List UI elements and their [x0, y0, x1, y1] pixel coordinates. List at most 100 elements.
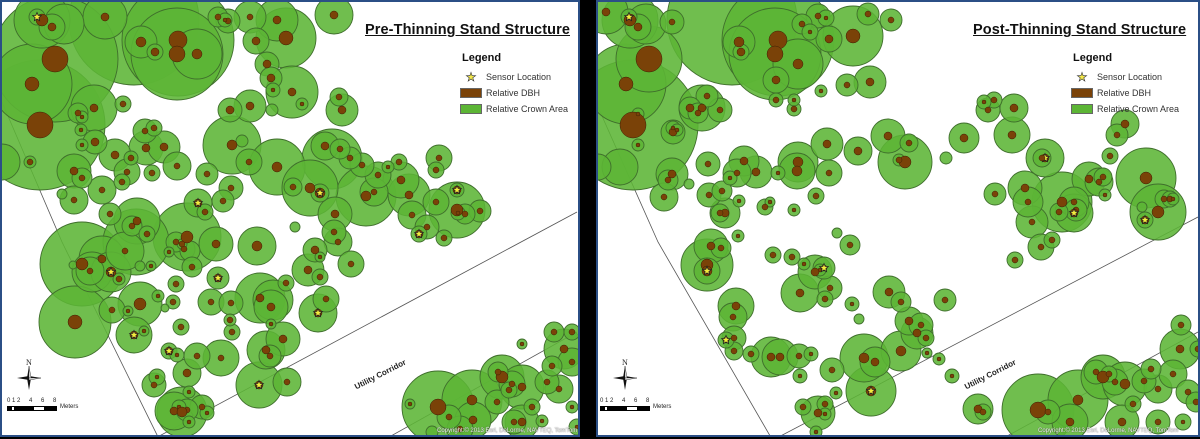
tree-dbh — [435, 154, 443, 162]
brown-swatch-icon — [460, 88, 482, 98]
tree-dbh — [468, 415, 478, 425]
tree-dbh — [148, 169, 156, 177]
sensor-location-icon — [720, 334, 732, 345]
north-arrow-icon: N — [12, 357, 46, 400]
tree-dbh — [493, 398, 501, 406]
tree-dbh — [255, 293, 265, 303]
tree-dbh — [445, 413, 453, 421]
tree-dbh — [1170, 196, 1176, 202]
tree-dbh — [733, 36, 745, 48]
tree-dbh — [159, 142, 169, 152]
tree-dbh — [730, 334, 738, 342]
tree-dbh — [674, 127, 680, 133]
tree-dbh — [227, 184, 235, 192]
sensor-location-icon — [413, 228, 425, 239]
tree-dbh — [510, 418, 518, 426]
tree-dbh — [731, 301, 741, 311]
tree-dbh — [461, 210, 469, 218]
tree-dbh — [262, 59, 272, 69]
legend-item-dbh: Relative DBH — [460, 86, 568, 100]
tree-dbh — [282, 279, 290, 287]
tree-dbh — [304, 182, 316, 194]
copyright-text: Copyright:© 2013 Esri, DeLorme, NAVTEQ, … — [1038, 428, 1179, 434]
tree-dbh — [822, 139, 832, 149]
legend-item-sensor: ★ Sensor Location — [460, 70, 568, 84]
tree-dbh — [870, 357, 880, 367]
tree-dbh — [143, 230, 151, 238]
tree-dbh — [635, 45, 663, 73]
tree-dbh — [182, 368, 192, 378]
tree-dbh — [736, 198, 742, 204]
legend-item-sensor: ★ Sensor Location — [1071, 70, 1179, 84]
tree-dbh — [429, 398, 447, 416]
brown-swatch-icon — [1071, 88, 1093, 98]
sensor-location-icon — [701, 265, 713, 276]
tree-dbh — [75, 257, 89, 271]
tree-dbh — [150, 124, 158, 132]
tree-dbh — [203, 170, 211, 178]
tree-crown — [1136, 201, 1148, 213]
tree-dbh — [694, 109, 702, 117]
tree-dbh — [169, 298, 177, 306]
tree-dbh — [717, 244, 725, 252]
legend-item-dbh: Relative DBH — [1071, 86, 1179, 100]
tree-dbh — [1154, 385, 1162, 393]
tree-dbh — [991, 190, 999, 198]
tree-dbh — [865, 77, 875, 87]
tree-dbh — [1151, 205, 1165, 219]
tree-dbh — [456, 425, 464, 433]
tree-dbh — [141, 127, 149, 135]
tree-dbh — [1102, 192, 1108, 198]
tree-dbh — [704, 160, 712, 168]
scale-units: Meters — [653, 404, 672, 410]
tree-dbh — [287, 87, 297, 97]
tree-dbh — [984, 106, 992, 114]
legend-label-sensor: Sensor Location — [1097, 72, 1163, 82]
tree-dbh — [191, 48, 203, 60]
tree-dbh — [766, 45, 784, 63]
tree-dbh — [718, 187, 726, 195]
tree-dbh — [922, 334, 930, 342]
tree-dbh — [788, 253, 796, 261]
tree-dbh — [201, 208, 209, 216]
tree-dbh — [813, 429, 819, 435]
tree-dbh — [79, 114, 85, 120]
tree-dbh — [225, 105, 235, 115]
utility-corridor-line — [160, 211, 578, 435]
tree-dbh — [1175, 344, 1185, 354]
tree-dbh — [1169, 370, 1177, 378]
tree-crown — [134, 260, 146, 272]
sensor-location-icon — [128, 329, 140, 340]
tree-dbh — [303, 265, 313, 275]
tree-dbh — [858, 352, 870, 364]
tree-dbh — [407, 401, 413, 407]
tree-dbh — [559, 344, 569, 354]
tree-crown — [939, 151, 953, 165]
tree-dbh — [887, 16, 895, 24]
tree-dbh — [97, 254, 107, 264]
tree-dbh — [121, 247, 129, 255]
tree-dbh — [278, 30, 294, 46]
tree-dbh — [751, 167, 761, 177]
tree-dbh — [396, 175, 406, 185]
legend-item-crown: Relative Crown Area — [1071, 102, 1179, 116]
tree-dbh — [335, 93, 343, 101]
tree-dbh — [555, 385, 563, 393]
tree-dbh — [979, 408, 987, 416]
tree-dbh — [374, 171, 382, 179]
tree-dbh — [26, 158, 34, 166]
tree-dbh — [761, 203, 769, 211]
tree-dbh — [228, 328, 236, 336]
tree-dbh — [1095, 178, 1103, 186]
sensor-location-icon — [31, 11, 43, 22]
tree-dbh — [813, 408, 823, 418]
legend-title: Legend — [462, 52, 502, 64]
tree-dbh — [792, 58, 804, 70]
tree-dbh — [1009, 103, 1019, 113]
tree-dbh — [1147, 365, 1155, 373]
tree-crown — [831, 227, 843, 239]
green-swatch-icon — [1071, 104, 1093, 114]
scale-bar: 0 1 2 4 6 8 Meters — [600, 398, 672, 411]
tree-dbh — [266, 73, 276, 83]
tree-dbh — [347, 260, 355, 268]
